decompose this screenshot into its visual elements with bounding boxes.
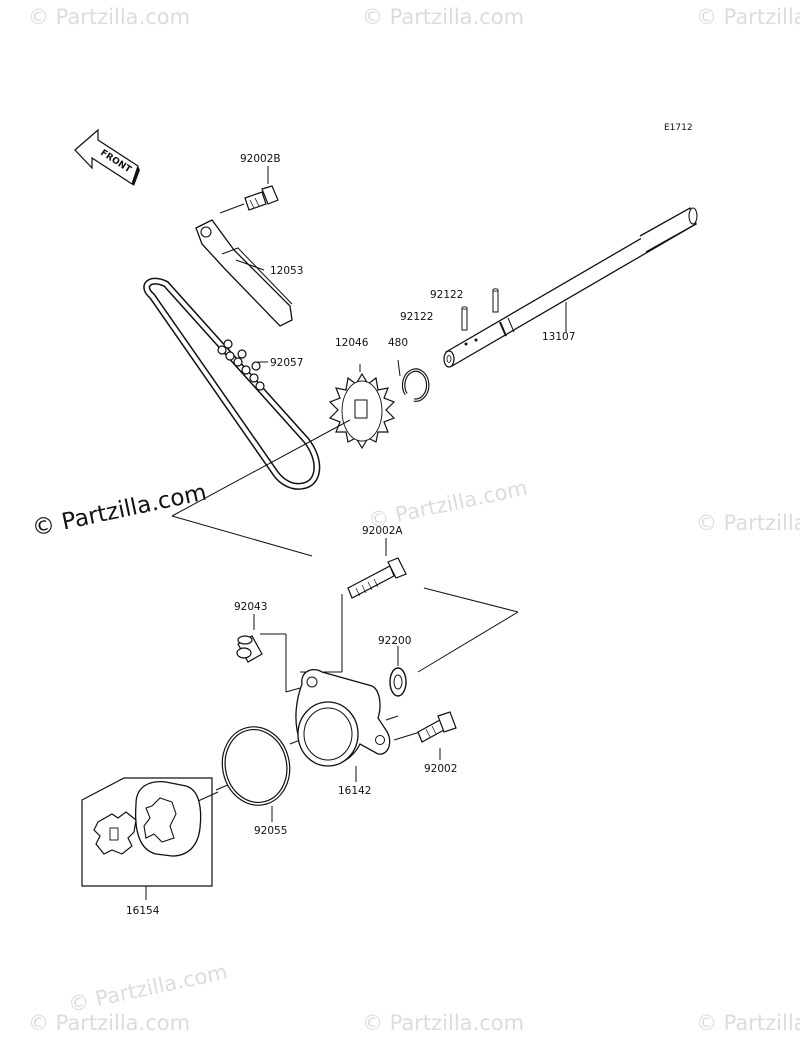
label-16142: 16142 — [338, 785, 371, 797]
label-92057: 92057 — [270, 357, 303, 369]
front-arrow: FRONT — [74, 128, 140, 186]
label-92200: 92200 — [378, 635, 411, 647]
label-12053: 12053 — [270, 265, 303, 277]
pin-92122-lower — [461, 306, 468, 331]
oring-92055 — [221, 726, 291, 822]
label-92122-upper: 92122 — [430, 289, 463, 301]
watermark-middle-right: © Partzilla.com — [696, 511, 800, 535]
dowel-92043 — [236, 614, 263, 663]
shaft-13107 — [443, 207, 698, 368]
diagram-code: E1712 — [664, 123, 693, 133]
label-92055: 92055 — [254, 825, 287, 837]
reference-lines — [171, 419, 519, 803]
label-480: 480 — [388, 337, 408, 349]
bolt-92002b — [219, 166, 279, 214]
label-92002b: 92002B — [240, 153, 281, 165]
sprocket-12046 — [328, 364, 396, 450]
chain-link-cluster — [217, 339, 265, 391]
rotor-set-16154 — [81, 777, 213, 900]
tensioner-guide-12053 — [195, 219, 293, 327]
washer-92200 — [389, 646, 407, 697]
part-labels: 92002B 12053 92057 12046 480 92122 92122… — [126, 153, 575, 917]
watermark-top-right: © Partzilla.com — [696, 5, 800, 29]
watermark-bottom-right: © Partzilla.com — [696, 1011, 800, 1035]
label-92002a: 92002A — [362, 525, 403, 537]
watermark-bottom-left-diag: © Partzilla.com — [66, 960, 230, 1017]
pin-92122-upper — [492, 288, 499, 313]
watermark-bottom-center: © Partzilla.com — [362, 1011, 524, 1035]
pump-housing-16142 — [295, 669, 391, 782]
label-13107: 13107 — [542, 331, 575, 343]
bolt-92002 — [417, 711, 457, 760]
watermark-layer: © Partzilla.com © Partzilla.com © Partzi… — [28, 5, 800, 1035]
label-12046: 12046 — [335, 337, 369, 349]
label-92043: 92043 — [234, 601, 267, 613]
watermark-top-left: © Partzilla.com — [28, 5, 190, 29]
bolt-92002a — [347, 538, 407, 599]
label-16154: 16154 — [126, 905, 160, 917]
watermark-bottom-left: © Partzilla.com — [28, 1011, 190, 1035]
watermark-top-center: © Partzilla.com — [362, 5, 524, 29]
label-92122-lower: 92122 — [400, 311, 433, 323]
circlip-480 — [397, 359, 430, 402]
chain-92057 — [143, 277, 321, 490]
label-92002: 92002 — [424, 763, 457, 775]
